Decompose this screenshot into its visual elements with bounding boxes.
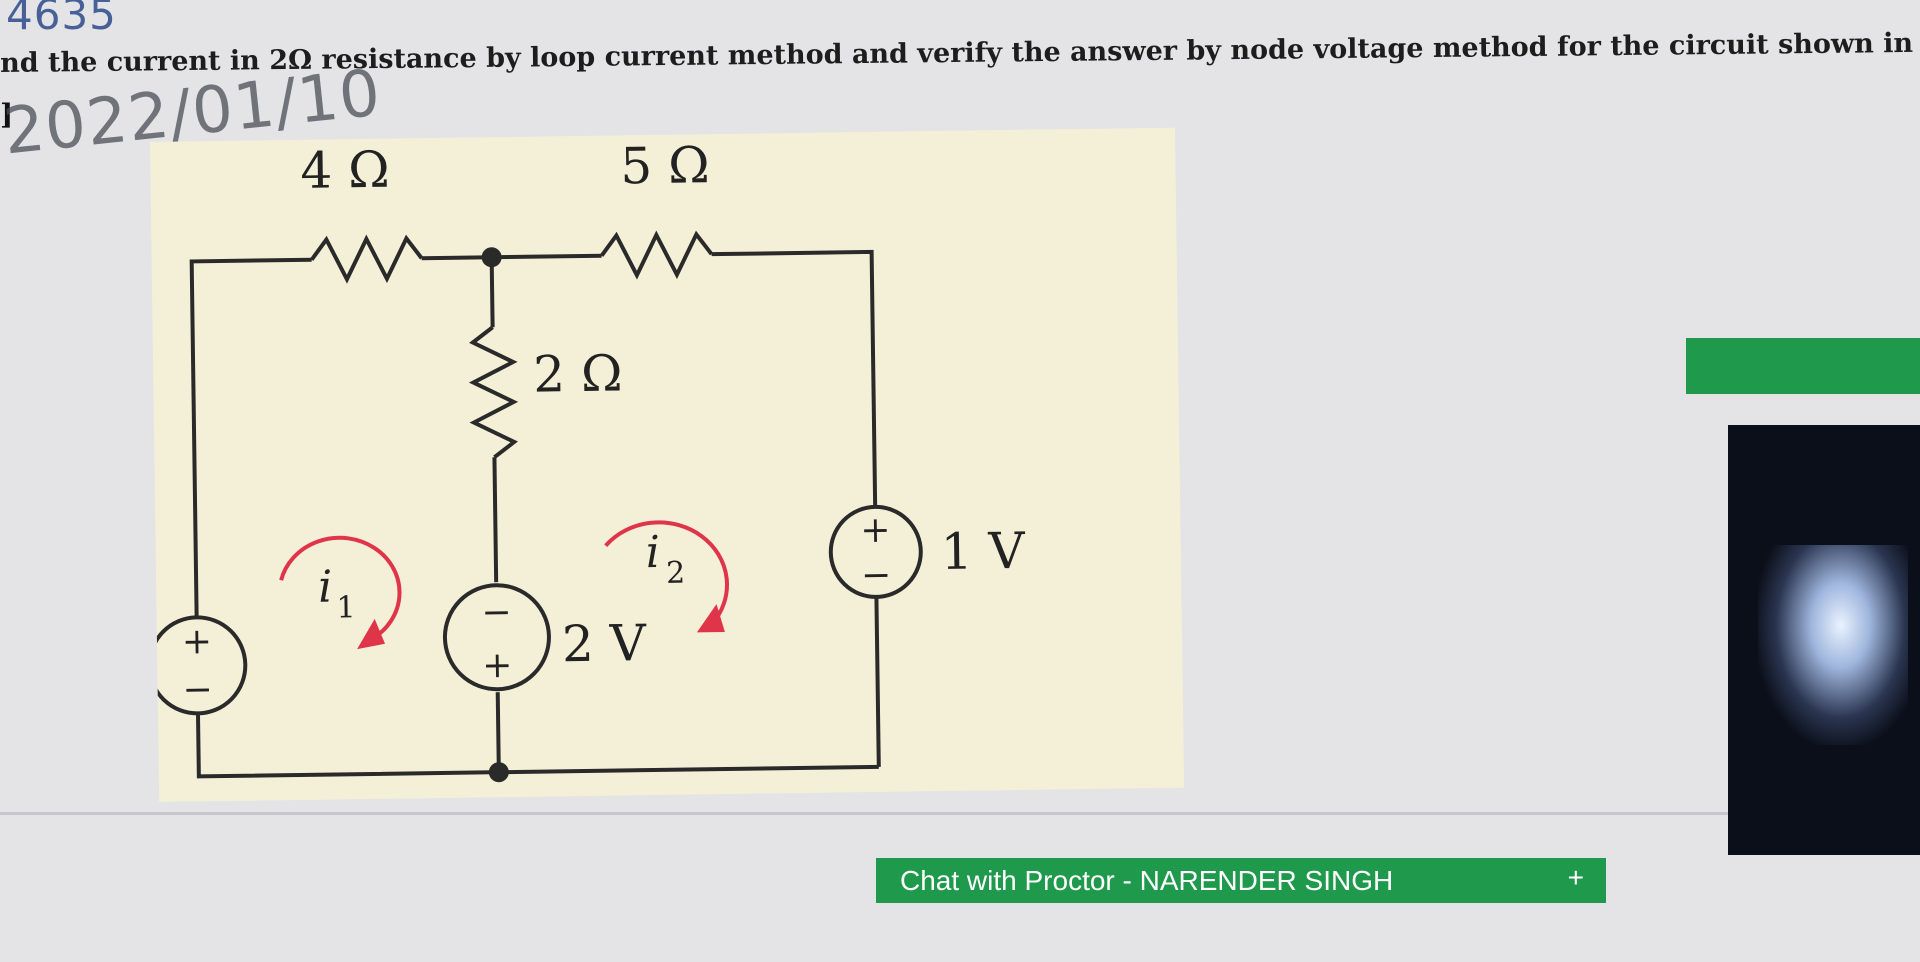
circuit-diagram: + − − + + − 4 Ω 5 Ω 2 Ω 5 V 2 V 1 V i 1 …: [150, 136, 1026, 783]
exam-id-watermark: 4635: [6, 0, 117, 39]
source-1v-minus: −: [861, 555, 892, 596]
circuit-figure: + − − + + − 4 Ω 5 Ω 2 Ω 5 V 2 V 1 V i 1 …: [150, 127, 1185, 802]
source-5v-minus: −: [182, 669, 213, 710]
chat-with-proctor-button[interactable]: Chat with Proctor - NARENDER SINGH +: [876, 858, 1606, 903]
wire-middle-mid: [492, 457, 499, 583]
loop2-arrow: [604, 520, 729, 626]
loop2-arrowhead: [696, 604, 725, 633]
source-2v-plus: +: [482, 645, 513, 686]
chat-expand-icon[interactable]: +: [1567, 862, 1584, 893]
wire-bottom: [195, 711, 879, 779]
resistor-4-ohm: [310, 234, 424, 284]
source-2v-minus: −: [481, 592, 512, 633]
source-1v-plus: +: [860, 510, 891, 551]
wire-middle-bottom: [495, 692, 501, 773]
wire-right-bottom: [874, 596, 881, 767]
label-2-ohm: 2 Ω: [533, 344, 623, 403]
resistor-2-ohm: [468, 325, 519, 459]
loop2-subscript: 2: [666, 556, 686, 591]
label-2v: 2 V: [562, 614, 648, 673]
top-node: [481, 247, 502, 268]
page-divider: [0, 812, 1920, 815]
loop1-arrowhead: [357, 618, 386, 650]
chat-label: Chat with Proctor - NARENDER SINGH: [900, 864, 1394, 896]
voltage-source-1v: [828, 504, 923, 599]
wire-left-top: [189, 257, 312, 620]
side-panel-header: [1686, 338, 1920, 394]
source-5v-plus: +: [182, 621, 213, 662]
voltage-source-5v: [150, 615, 248, 716]
wire-top-middle: [421, 253, 602, 261]
label-1v: 1 V: [940, 522, 1026, 581]
label-5-ohm: 5 Ω: [620, 136, 710, 195]
webcam-preview: [1728, 425, 1920, 855]
loop1-label: i: [318, 562, 333, 613]
question-marks: ]: [0, 98, 14, 131]
label-4-ohm: 4 Ω: [300, 141, 390, 200]
loop1-arrow: [279, 535, 402, 641]
resistor-5-ohm: [600, 230, 714, 280]
wire-middle-top: [489, 257, 495, 328]
wire-right-top: [711, 249, 878, 507]
voltage-source-2v: [442, 583, 551, 692]
webcam-light-glare: [1758, 545, 1908, 745]
loop2-label: i: [645, 527, 660, 578]
bottom-node: [488, 762, 509, 783]
loop1-subscript: 1: [336, 590, 356, 625]
